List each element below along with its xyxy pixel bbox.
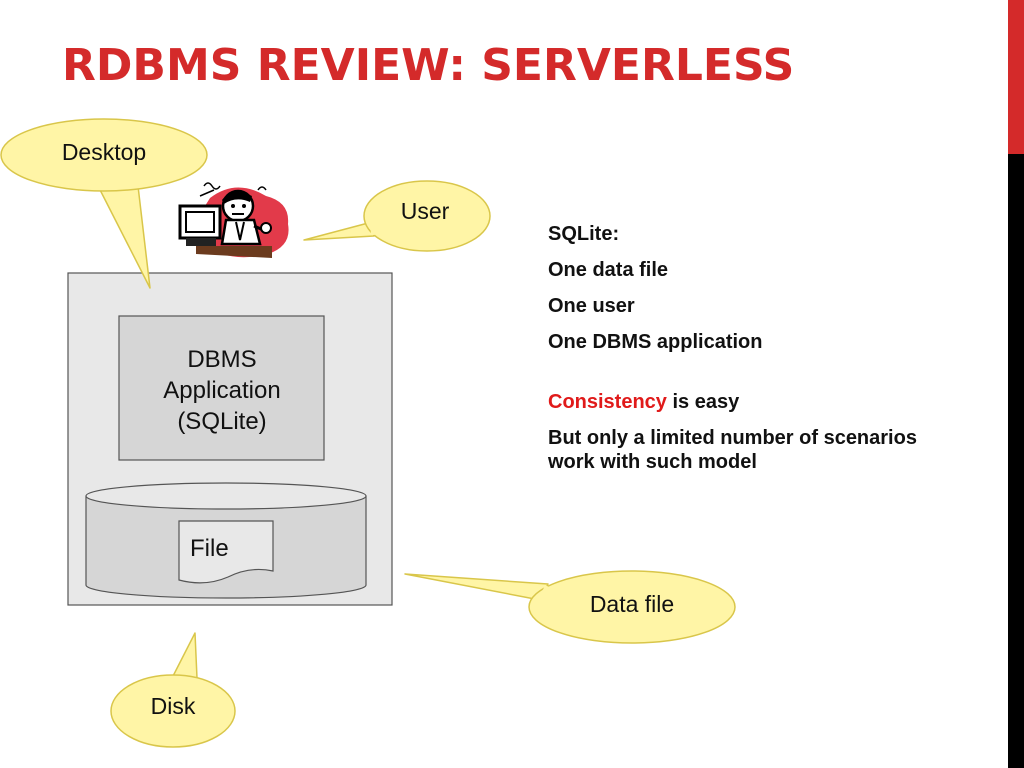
dbms-application-box <box>118 315 325 461</box>
file-document-icon <box>178 520 274 584</box>
sidebar-accent-red <box>1008 0 1024 154</box>
consistency-rest: is easy <box>666 391 740 413</box>
notes-item-user: One user <box>548 295 635 317</box>
file-label: File <box>190 535 229 562</box>
slide-title: RDBMS REVIEW: SERVERLESS <box>62 40 795 91</box>
desktop-callout: Desktop <box>0 118 208 289</box>
user-at-computer-icon <box>178 182 289 258</box>
disk-callout-label: Disk <box>151 693 196 719</box>
dbms-label-line1: DBMS <box>187 346 256 373</box>
notes-heading: SQLite: <box>548 223 620 245</box>
disk-callout: Disk <box>110 632 236 748</box>
notes-item-data-file: One data file <box>548 259 669 281</box>
notes-panel: SQLite: One data file One user One DBMS … <box>548 222 988 486</box>
sidebar-accent-black <box>1008 154 1024 768</box>
notes-item-dbms-application: One DBMS application <box>548 331 763 353</box>
data-file-callout-label: Data file <box>590 591 674 617</box>
notes-consistency-line: Consistency is easy <box>548 390 988 414</box>
notes-limitation-line1: But only a limited number of scenarios <box>548 427 917 449</box>
user-callout: User <box>303 180 491 252</box>
user-callout-label: User <box>401 198 450 224</box>
dbms-label-line3: (SQLite) <box>177 408 266 435</box>
desktop-callout-label: Desktop <box>62 139 146 165</box>
notes-limitation-line2: work with such model <box>548 451 757 473</box>
dbms-label-line2: Application <box>163 377 280 404</box>
data-file-callout: Data file <box>404 570 736 644</box>
consistency-word: Consistency <box>548 391 667 413</box>
